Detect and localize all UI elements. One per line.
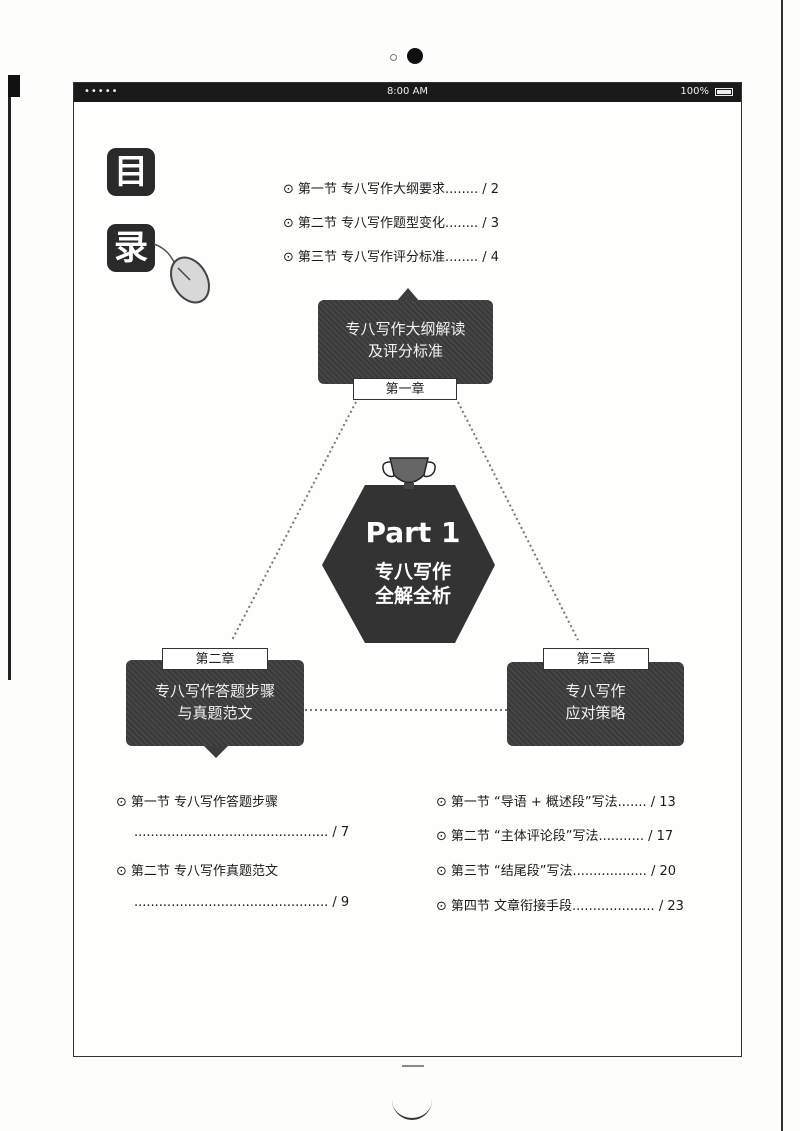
part-hexagon xyxy=(322,485,495,643)
chapter2-title-line2: 与真题范文 xyxy=(177,704,253,722)
part-subtitle-line2: 全解全析 xyxy=(374,585,451,607)
toc-heading-char-1: 目 xyxy=(107,148,155,196)
circle-dot-icon: ⊙ xyxy=(436,864,447,879)
battery-percent: 100% xyxy=(680,86,709,97)
trophy-icon xyxy=(382,457,436,489)
ch1-section-1[interactable]: ⊙第一节 专八写作大纲要求........ / 2 xyxy=(283,178,499,197)
chapter2-title-line1: 专八写作答题步骤 xyxy=(154,682,275,700)
circle-dot-icon: ⊙ xyxy=(436,829,447,844)
ch3-section-2[interactable]: ⊙第二节 “主体评论段”写法........... / 17 xyxy=(436,825,673,844)
home-button[interactable] xyxy=(392,1080,432,1120)
ch1-section-2-text: 第二节 专八写作题型变化........ / 3 xyxy=(297,216,500,231)
ch1-section-2[interactable]: ⊙第二节 专八写作题型变化........ / 3 xyxy=(283,212,499,231)
chapter3-box[interactable]: 专八写作 应对策略 xyxy=(507,662,684,746)
mouse-icon xyxy=(153,243,210,304)
ch2-section-2-leader: ........................................… xyxy=(134,895,350,910)
ch2-section-1-title: 第一节 专八写作答题步骤 xyxy=(130,795,279,810)
circle-dot-icon: ⊙ xyxy=(283,216,294,231)
home-button-top xyxy=(402,1065,424,1067)
chapter3-title-line2: 应对策略 xyxy=(565,704,626,722)
ch3-section-3-text: 第三节 “结尾段”写法.................. / 20 xyxy=(450,864,677,879)
part-subtitle-line1: 专八写作 xyxy=(374,561,451,583)
ch3-section-2-text: 第二节 “主体评论段”写法........... / 17 xyxy=(450,829,674,844)
ch1-section-3[interactable]: ⊙第三节 专八写作评分标准........ / 4 xyxy=(283,246,499,265)
ch2-section-1-leader: ........................................… xyxy=(134,825,350,840)
scan-margin-mark xyxy=(8,75,20,97)
chapter3-title-line1: 专八写作 xyxy=(565,682,626,700)
toc-heading-char-2: 录 xyxy=(107,224,155,272)
ch1-pointer xyxy=(396,288,420,302)
ch3-section-3[interactable]: ⊙第三节 “结尾段”写法.................. / 20 xyxy=(436,860,676,879)
ch3-section-1-text: 第一节 “导语 + 概述段”写法....... / 13 xyxy=(450,795,676,810)
ch3-section-1[interactable]: ⊙第一节 “导语 + 概述段”写法....... / 13 xyxy=(436,791,676,810)
ch3-section-4-text: 第四节 文章衔接手段.................... / 23 xyxy=(450,899,684,914)
chapter1-label: 第一章 xyxy=(353,378,457,400)
battery-icon xyxy=(715,88,733,96)
chapter1-title-line1: 专八写作大纲解读 xyxy=(345,320,466,338)
signal-indicator: ••••• xyxy=(84,86,119,97)
status-time: 8:00 AM xyxy=(386,86,429,97)
ch2-section-2-title: 第二节 专八写作真题范文 xyxy=(130,864,279,879)
ch1-section-1-text: 第一节 专八写作大纲要求........ / 2 xyxy=(297,182,500,197)
ch3-section-4[interactable]: ⊙第四节 文章衔接手段.................... / 23 xyxy=(436,895,684,914)
ch1-section-3-text: 第三节 专八写作评分标准........ / 4 xyxy=(297,250,500,265)
part-subtitle: 专八写作 全解全析 xyxy=(328,560,498,608)
chapter1-box[interactable]: 专八写作大纲解读 及评分标准 xyxy=(318,300,493,384)
circle-dot-icon: ⊙ xyxy=(116,795,127,810)
circle-dot-icon: ⊙ xyxy=(283,182,294,197)
circle-dot-icon: ⊙ xyxy=(283,250,294,265)
scan-margin-line-right xyxy=(781,0,783,1131)
circle-dot-icon: ⊙ xyxy=(436,899,447,914)
ch2-pointer xyxy=(203,745,229,758)
chapter1-title-line2: 及评分标准 xyxy=(367,342,443,360)
part-title: Part 1 xyxy=(365,516,461,549)
circle-dot-icon: ⊙ xyxy=(436,795,447,810)
trophy-plate xyxy=(396,495,418,505)
camera-icon xyxy=(407,48,423,64)
circle-dot-icon: ⊙ xyxy=(116,864,127,879)
ch2-section-1[interactable]: ⊙第一节 专八写作答题步骤 xyxy=(116,791,278,810)
sensor-icon xyxy=(390,54,397,61)
scan-margin-line xyxy=(8,75,11,680)
status-bar: ••••• 8:00 AM 100% xyxy=(74,83,741,102)
chapter2-label: 第二章 xyxy=(162,648,268,670)
chapter3-label: 第三章 xyxy=(543,648,649,670)
chapter2-box[interactable]: 专八写作答题步骤 与真题范文 xyxy=(126,660,304,746)
ch2-section-2[interactable]: ⊙第二节 专八写作真题范文 xyxy=(116,860,278,879)
